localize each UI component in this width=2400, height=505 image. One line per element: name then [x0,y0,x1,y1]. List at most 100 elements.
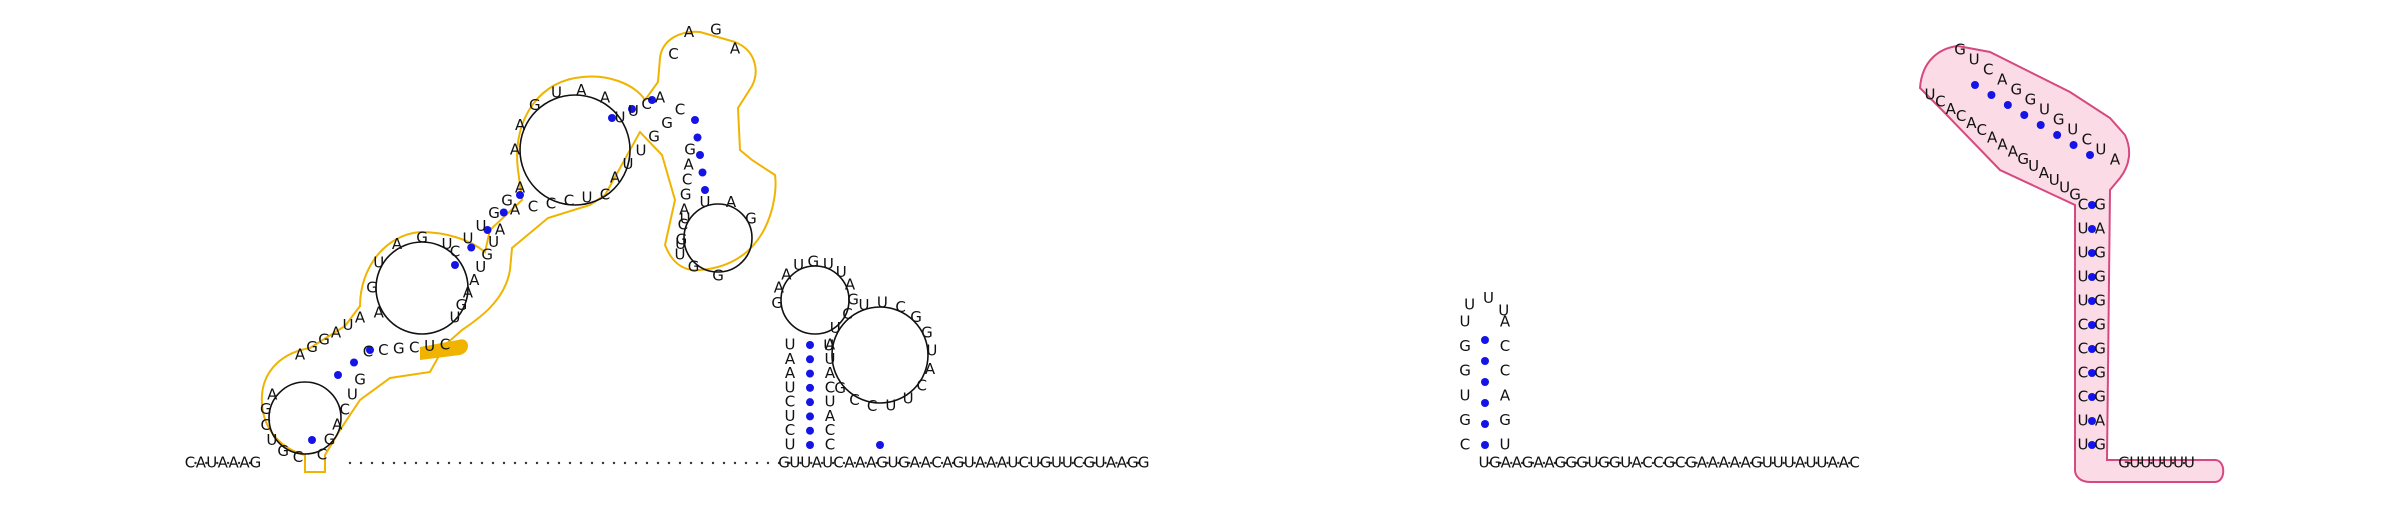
domain-2-nucleotide: C [2078,196,2088,214]
domain-1-nucleotide: A [600,89,611,107]
domain-2-nucleotide: A [2095,412,2106,430]
gap-backbone-dot [689,461,693,465]
sequence-right-nucleotide: A [1631,454,1642,472]
domain-1-nucleotide: U [266,431,277,449]
sequence-tail-nucleotide: U [2129,454,2140,472]
mid-hairpin-nucleotide: C [1500,362,1510,380]
gap-backbone-dot [733,461,737,465]
domain-1-terminal-loop [683,203,753,273]
backbone-dot [908,461,911,465]
sequence-middle-nucleotide: U [822,454,833,472]
gap-backbone-dot [546,461,550,465]
sequence-right-nucleotide: A [1512,454,1523,472]
domain-2-pair-dot [2036,121,2045,129]
domain-1-nucleotide: C [317,446,327,464]
domain-1-nucleotide: U [628,102,639,120]
domain-1-nucleotide: G [306,338,318,356]
domain-2-nucleotide: G [2094,340,2106,358]
domain-1-pair-dot [334,371,342,379]
domain-1-nucleotide: A [515,116,526,134]
domain-1-nucleotide: G [488,204,500,222]
backbone-dot [1717,461,1720,465]
gap-backbone-dot [513,461,517,465]
center-hairpin-nucleotide: U [785,436,796,454]
domain-1-nucleotide: C [682,171,692,189]
domain-1-nucleotide: U [343,316,354,334]
backbone-dot [995,461,998,465]
domain-1-nucleotide: G [688,258,700,276]
sequence-right-nucleotide: A [1740,454,1751,472]
mid-hairpin-nucleotide: U [1460,386,1471,404]
sequence-middle-nucleotide: G [1083,454,1095,472]
gap-backbone-dot [590,461,594,465]
mid-hairpin-nucleotide: U [1464,296,1475,314]
domain-1-interior-loop-1 [375,241,469,335]
backbone-dot [1038,461,1042,465]
domain-2-nucleotide: U [2078,412,2089,430]
center-hairpin-nucleotide: G [847,291,859,309]
domain-2-nucleotide: U [1969,51,1980,69]
mid-hairpin-nucleotide: A [1500,313,1511,331]
backbone-dot [1126,461,1129,465]
sequence-tail-nucleotide: U [2162,454,2173,472]
domain-2-pair-dot [2088,345,2096,353]
gap-backbone-dot [524,461,528,465]
backbone-dot [1728,461,1731,465]
center-hairpin-nucleotide: A [845,276,856,294]
sequence-right-nucleotide: A [1544,454,1555,472]
loop-layer [268,94,929,455]
mid-hairpin-pair-dot [1481,420,1489,428]
domain-1-outline [260,30,777,473]
domain-2-pair-dot [2088,417,2096,425]
domain-1-nucleotide: A [331,323,342,341]
sequence-middle-nucleotide: U [888,454,899,472]
domain-1-nucleotide: G [684,141,696,159]
domain-1-pair-dot [467,243,476,252]
mid-hairpin-nucleotide: U [1483,289,1494,307]
domain-1-pair-dot [693,133,702,142]
domain-1-nucleotide: C [528,198,538,216]
sequence-right-nucleotide: C [1653,454,1663,472]
sequence-right-nucleotide: U [1588,454,1599,472]
sequence-left-nucleotide: U [206,454,217,472]
center-hairpin-nucleotide: A [925,360,936,378]
gap-backbone-dot [722,461,726,465]
domain-1-nucleotide: G [648,128,660,146]
center-hairpin-nucleotide: C [825,421,835,439]
center-hairpin-nucleotide: U [877,294,888,312]
center-hairpin-pair-dot [806,426,814,435]
domain-1-nucleotide: G [529,96,541,114]
sequence-middle-nucleotide: C [1019,454,1029,472]
sequence-right-nucleotide: A [1501,454,1512,472]
domain-1-nucleotide: U [675,246,686,264]
domain-2-pair-dot [2086,151,2094,159]
gap-backbone-dot [403,461,407,465]
backbone-dot [1017,461,1020,465]
sequence-right-nucleotide: U [1762,454,1773,472]
backbone-dot [1488,461,1491,465]
backbone-dot [2160,461,2164,465]
domain-2-nucleotide: A [1997,71,2008,89]
domain-1-pair-dot [696,151,704,159]
domain-2-pair-dot [2020,111,2029,119]
mid-hairpin-pair-dot [1481,441,1489,449]
sequence-middle-nucleotide: A [866,454,877,472]
base-pair-layer [308,81,2096,449]
backbone-dot [1586,461,1589,465]
backbone-dot [853,461,857,465]
center-hairpin-nucleotide: C [825,436,835,454]
domain-2-nucleotide: G [2094,364,2106,382]
center-hairpin-loop [780,265,850,335]
sequence-right-nucleotide: A [1839,454,1850,472]
domain-1-pair-dot [648,96,656,104]
domain-2-nucleotide: G [2025,91,2037,109]
domain-1-nucleotide: A [374,304,385,322]
backbone-dot [831,461,835,465]
sequence-middle-nucleotide: A [921,454,932,472]
backbone-dot [1049,461,1053,465]
sequence-left-nucleotide: A [196,454,207,472]
sequence-tail-nucleotide: U [2140,454,2151,472]
backbone-dot [984,461,987,465]
gap-backbone-dot [678,461,682,465]
domain-1-pair-dot [698,168,707,177]
